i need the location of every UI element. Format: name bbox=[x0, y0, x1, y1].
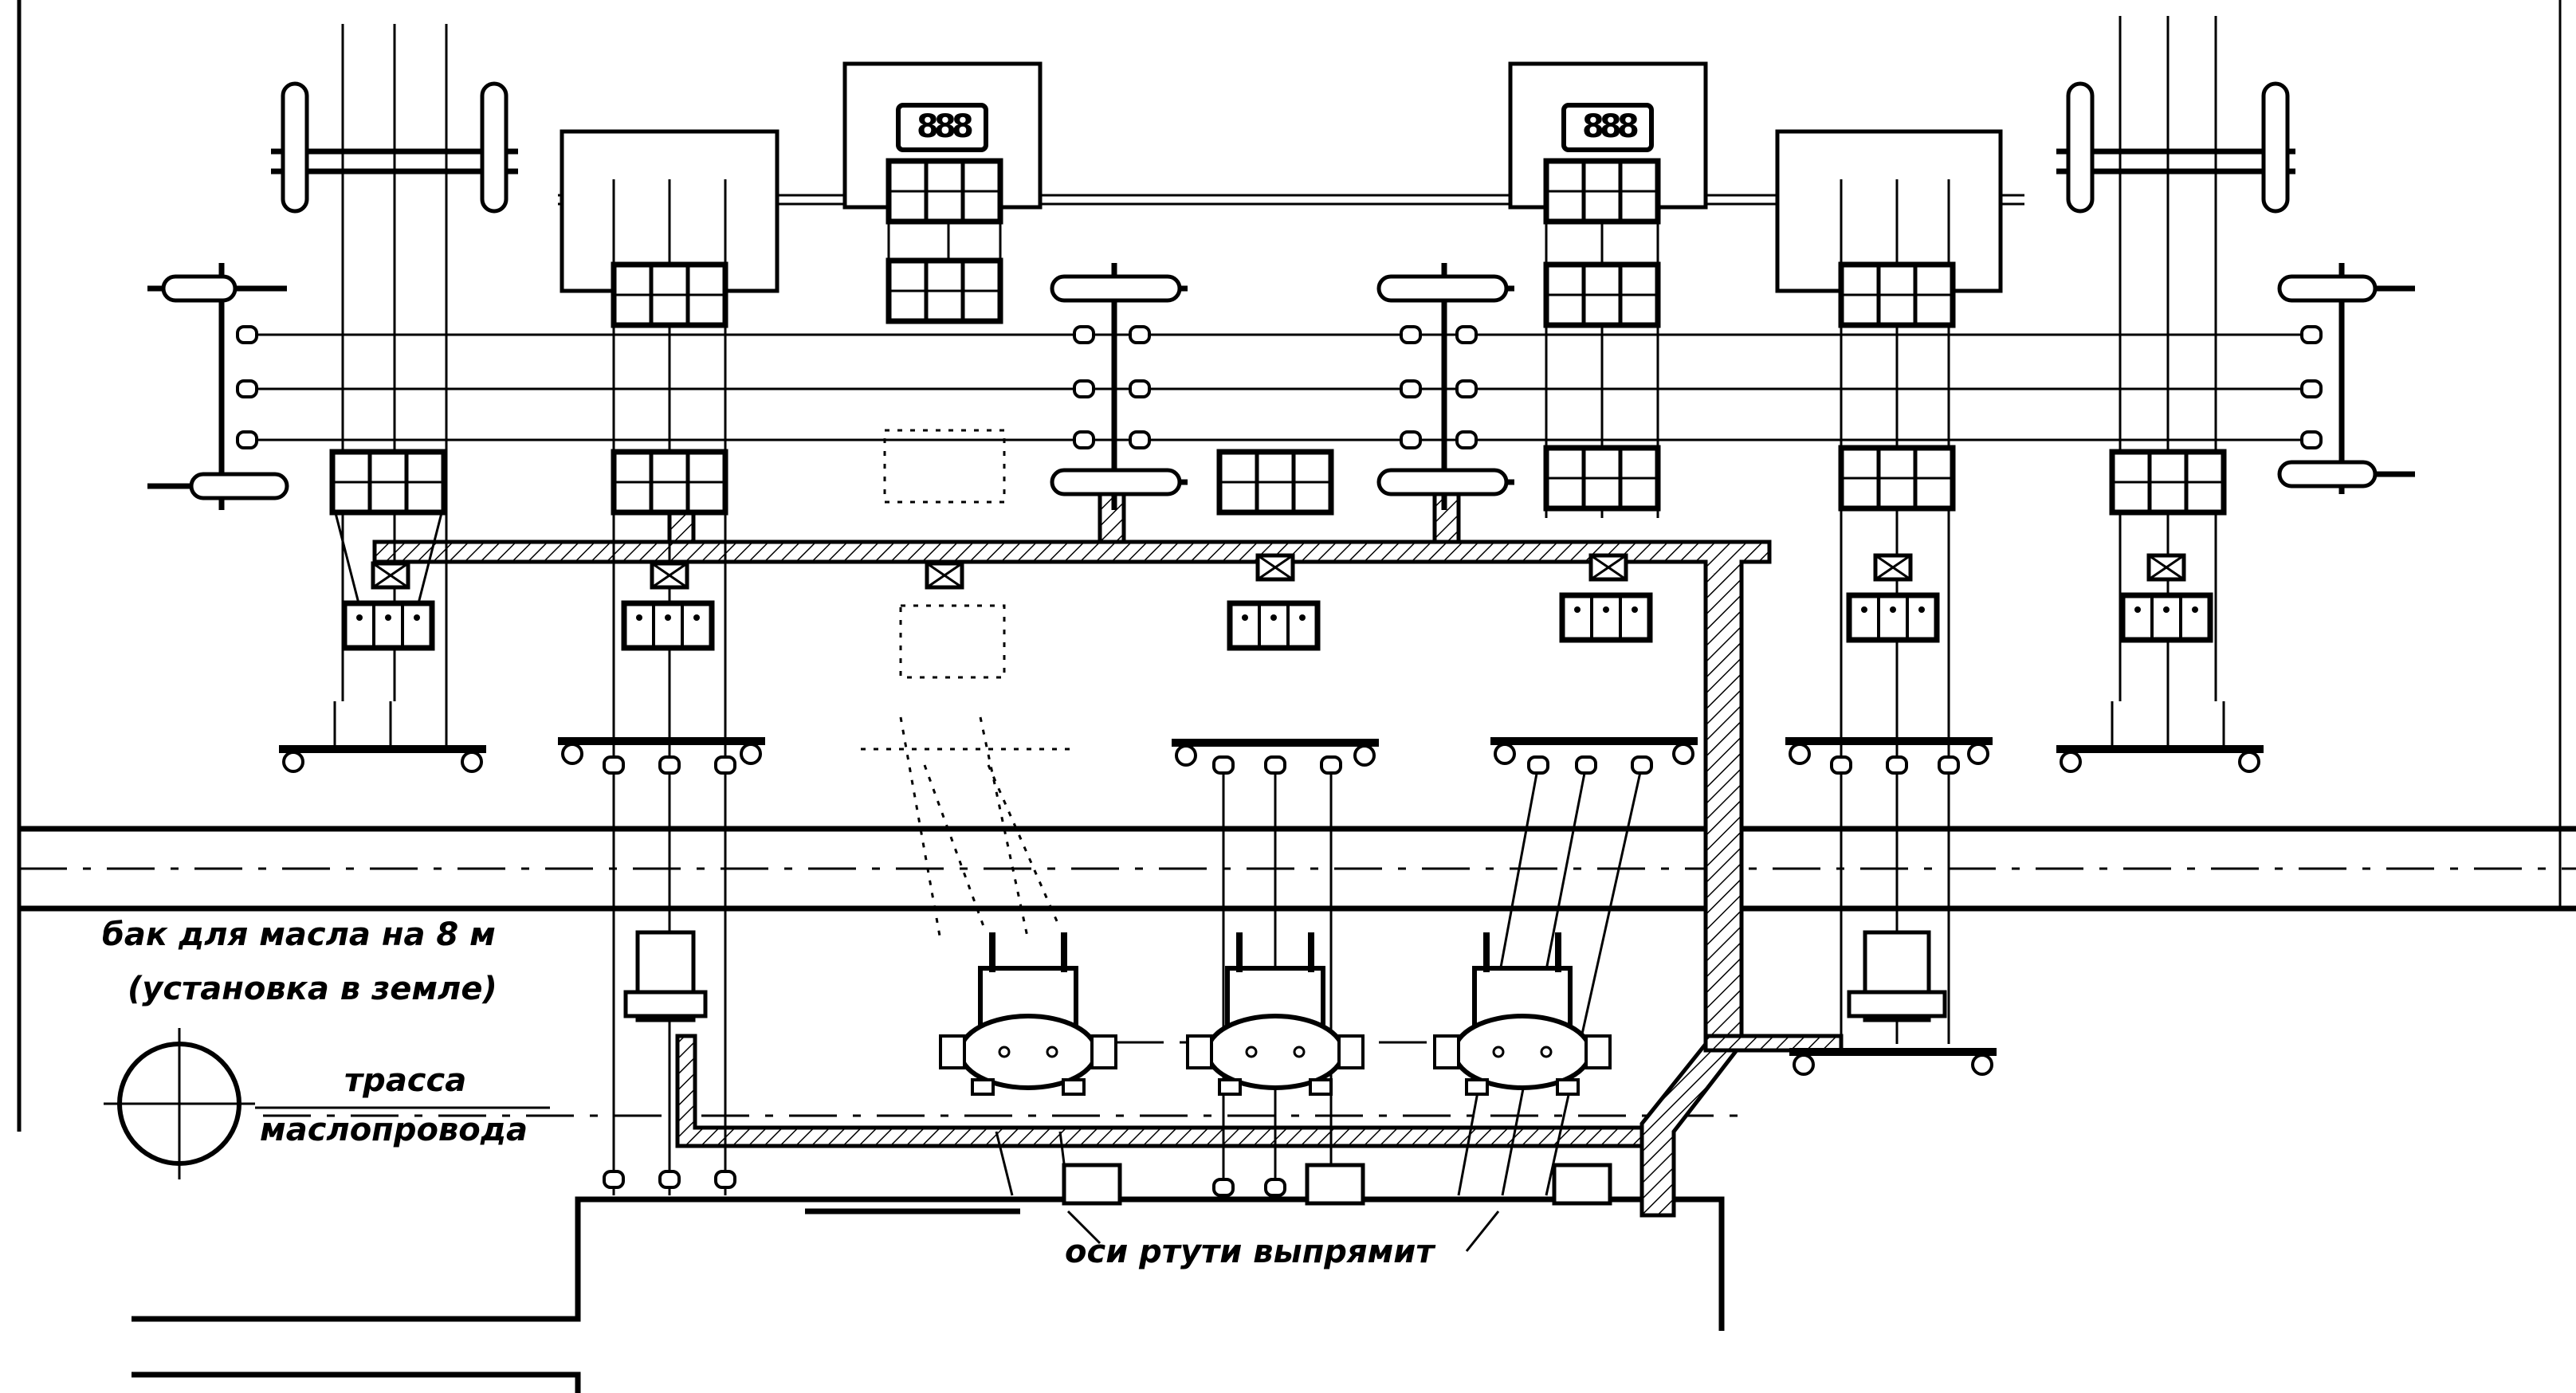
bus-sectionalizers bbox=[1050, 263, 1514, 510]
svg-text:8: 8 bbox=[934, 108, 956, 145]
oil-route-label-line1: трасса bbox=[344, 1062, 467, 1099]
rectifier-axes-label: оси ртути выпрямит bbox=[1065, 1234, 1435, 1270]
feeder-bay-6 bbox=[1785, 179, 1997, 1074]
svg-text:8: 8 bbox=[1582, 108, 1604, 145]
oil-tank-label-line2: (установка в земле) bbox=[128, 971, 497, 1007]
feeder-bay-2 bbox=[558, 179, 765, 1195]
line-entry-left bbox=[147, 24, 518, 701]
oil-tank-symbol bbox=[104, 1028, 550, 1179]
feeder-bay-3-planned bbox=[861, 161, 1076, 941]
feeder-bay-7 bbox=[2056, 452, 2264, 771]
mercury-rectifiers bbox=[923, 764, 1610, 1252]
svg-text:8: 8 bbox=[952, 108, 974, 145]
oil-route-label-line2: маслопровода bbox=[260, 1112, 528, 1148]
rooftop-enclosures: 8 8 8 8 8 8 bbox=[560, 61, 2003, 293]
feeder-bay-5 bbox=[1457, 161, 1698, 1196]
svg-text:8: 8 bbox=[1600, 108, 1622, 145]
oil-tank-label-line1: бак для масла на 8 м bbox=[102, 916, 496, 953]
svg-text:8: 8 bbox=[1617, 108, 1639, 145]
feeder-bay-1 bbox=[279, 452, 486, 771]
building-outline bbox=[132, 1196, 1725, 1393]
busbar-insulators bbox=[236, 325, 2323, 449]
svg-text:8: 8 bbox=[917, 108, 939, 145]
line-entry-right bbox=[2056, 16, 2415, 701]
